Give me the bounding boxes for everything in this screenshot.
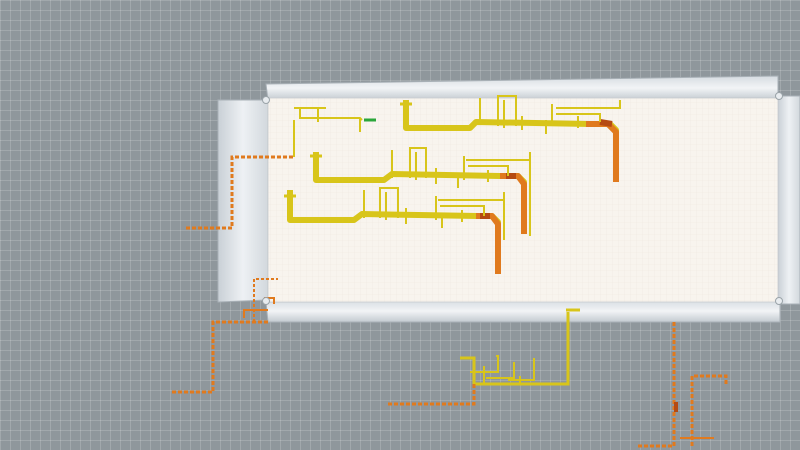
circuit-2[interactable] — [310, 147, 531, 236]
wall-bottom[interactable] — [265, 299, 781, 323]
vertex-handle-icon[interactable] — [262, 96, 270, 104]
outside-return-pipes-left[interactable] — [172, 155, 294, 394]
outside-supply-pipes-bottom[interactable] — [388, 308, 580, 406]
room-walls[interactable] — [217, 75, 800, 323]
vertex-handle-icon[interactable] — [775, 297, 783, 305]
wall-top[interactable] — [265, 75, 779, 101]
vertex-handle-icon[interactable] — [262, 297, 270, 305]
vertex-handle-icon[interactable] — [775, 92, 783, 100]
circuit-1[interactable] — [293, 95, 621, 182]
outside-return-pipes-right[interactable] — [638, 322, 728, 448]
circuit-3[interactable] — [284, 187, 505, 274]
wall-right[interactable] — [777, 95, 800, 305]
wall-left[interactable] — [217, 99, 269, 303]
